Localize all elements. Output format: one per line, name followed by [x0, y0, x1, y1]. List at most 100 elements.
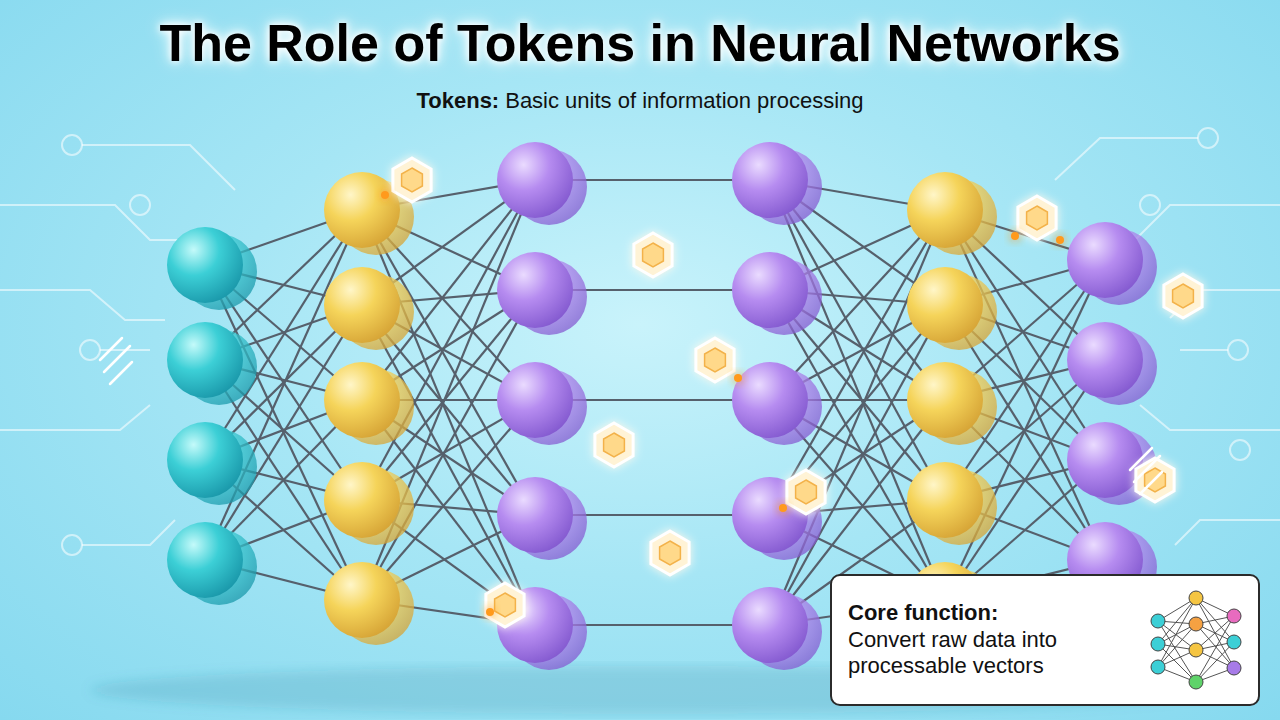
circuit-pad	[1140, 195, 1160, 215]
neuron	[324, 562, 400, 638]
token	[1018, 196, 1056, 240]
network-icon	[1146, 586, 1246, 694]
neuron	[324, 172, 400, 248]
neuron	[732, 142, 808, 218]
motion-streak	[1140, 472, 1162, 494]
token-core	[660, 541, 681, 565]
motion-streak	[110, 362, 132, 384]
icon-link	[1158, 598, 1196, 667]
circuit-trace	[1180, 349, 1228, 351]
circuit-pad	[1230, 440, 1250, 460]
spark	[1011, 232, 1019, 240]
icon-node	[1227, 661, 1241, 675]
circuit-trace	[82, 145, 235, 190]
token	[787, 470, 825, 514]
neuron	[324, 362, 400, 438]
neuron	[324, 462, 400, 538]
circuit-traces	[0, 128, 1280, 555]
title: The Role of Tokens in Neural Networks	[0, 12, 1280, 74]
icon-node	[1189, 617, 1203, 631]
token-hexagon	[1136, 458, 1174, 502]
icon-node	[1227, 635, 1241, 649]
circuit-trace	[1140, 405, 1280, 430]
icon-node	[1151, 637, 1165, 651]
token-hexagon	[486, 583, 524, 627]
circuit-trace	[0, 405, 150, 430]
icon-node	[1189, 643, 1203, 657]
neuron	[167, 322, 243, 398]
circuit-trace	[82, 520, 175, 545]
neuron	[167, 522, 243, 598]
token-hexagon	[634, 233, 672, 277]
neuron	[167, 227, 243, 303]
token	[595, 423, 633, 467]
token-core	[643, 243, 664, 267]
token	[486, 583, 524, 627]
spark	[734, 374, 742, 382]
neuron	[167, 422, 243, 498]
subtitle-text: Basic units of information processing	[505, 88, 863, 113]
box-texts: Core function:Convert raw data into proc…	[848, 600, 1138, 679]
box-heading: Core function:	[848, 600, 1138, 626]
circuit-trace	[0, 290, 165, 320]
spark	[1056, 236, 1064, 244]
neuron	[497, 142, 573, 218]
icon-link	[1196, 598, 1234, 668]
token-core	[1173, 284, 1194, 308]
subtitle-line: Tokens:Basic units of information proces…	[0, 88, 1280, 114]
circuit-pad	[130, 195, 150, 215]
box-body: Convert raw data into processable vector…	[848, 627, 1138, 680]
motion-streaks	[100, 338, 1162, 494]
neuron	[732, 252, 808, 328]
neuron	[907, 267, 983, 343]
icon-node	[1189, 591, 1203, 605]
circuit-pad	[62, 135, 82, 155]
icon-node	[1189, 675, 1203, 689]
token-core	[1027, 206, 1048, 230]
neuron	[497, 362, 573, 438]
token	[634, 233, 672, 277]
spark	[381, 191, 389, 199]
spark	[486, 608, 494, 616]
token-core	[705, 348, 726, 372]
sparks	[381, 191, 1064, 616]
network-link	[362, 210, 535, 515]
circuit-trace	[0, 205, 180, 240]
token-core	[604, 433, 625, 457]
circuit-pad	[1198, 128, 1218, 148]
token-core	[402, 168, 423, 192]
neuron	[907, 362, 983, 438]
token-hexagon	[595, 423, 633, 467]
icon-node	[1227, 609, 1241, 623]
token-hexagon	[393, 158, 431, 202]
neuron	[497, 477, 573, 553]
token	[1136, 458, 1174, 502]
network-link	[770, 210, 945, 515]
network-links	[205, 180, 1105, 625]
circuit-pad	[80, 340, 100, 360]
neuron	[1067, 422, 1143, 498]
neuron	[497, 252, 573, 328]
token	[696, 338, 734, 382]
subtitle-term: Tokens:	[416, 88, 499, 113]
neuron	[324, 267, 400, 343]
circuit-pad	[62, 535, 82, 555]
token-hexagon	[787, 470, 825, 514]
icon-node	[1151, 660, 1165, 674]
token-hexagon	[696, 338, 734, 382]
neuron	[907, 462, 983, 538]
circuit-trace	[1175, 520, 1280, 545]
spark	[779, 504, 787, 512]
circuit-trace	[1055, 138, 1198, 180]
token	[393, 158, 431, 202]
token	[1164, 274, 1202, 318]
neuron	[1067, 222, 1143, 298]
neuron	[732, 362, 808, 438]
info-box: Core function:Convert raw data into proc…	[830, 574, 1260, 706]
neuron	[1067, 322, 1143, 398]
circuit-pad	[1228, 340, 1248, 360]
token	[651, 531, 689, 575]
neuron	[907, 172, 983, 248]
token-hexagon	[1164, 274, 1202, 318]
icon-node	[1151, 614, 1165, 628]
